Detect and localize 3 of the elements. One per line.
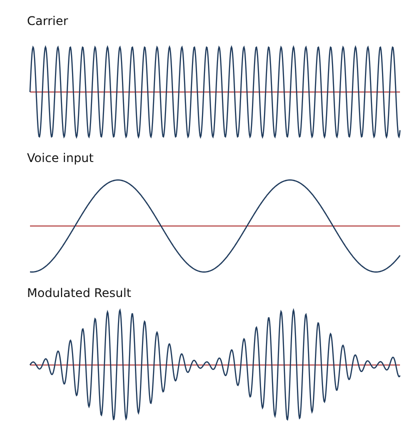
panel-title: Carrier (27, 14, 68, 28)
panel-title: Modulated Result (27, 286, 132, 300)
panel-title: Voice input (27, 151, 94, 165)
